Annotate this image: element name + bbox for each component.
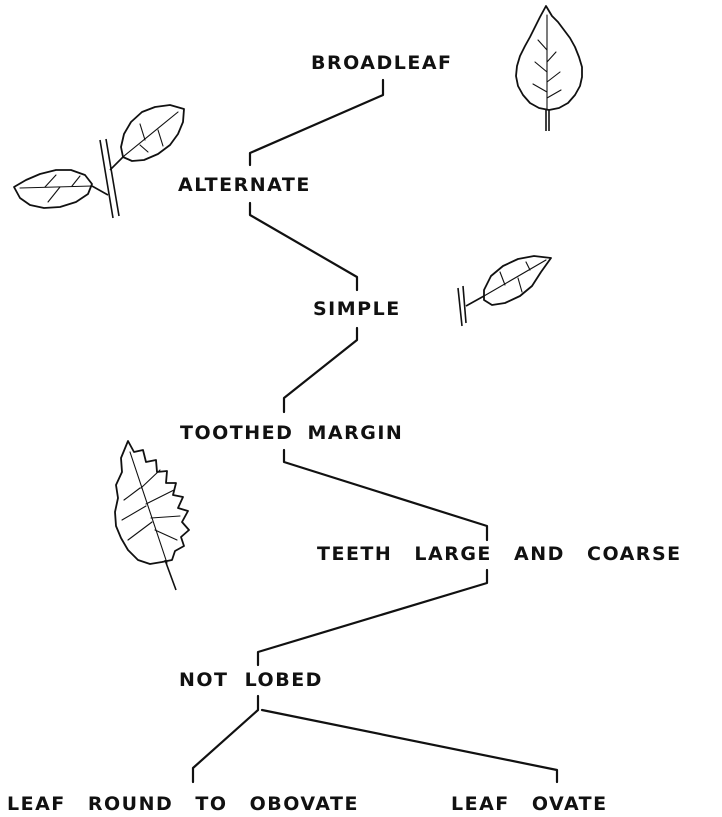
connector-simple-toothed bbox=[282, 326, 359, 414]
connector-toothed-teeth bbox=[282, 448, 489, 542]
step-label-leaf-round-to-obovate: LEAF ROUND TO OBOVATE bbox=[7, 793, 359, 815]
step-label-simple: SIMPLE bbox=[313, 298, 401, 320]
step-label-toothed-margin: TOOTHED MARGIN bbox=[180, 422, 404, 444]
coarse-toothed-leaf-icon bbox=[114, 440, 190, 591]
broadleaf-leaf-icon bbox=[515, 5, 583, 131]
step-label-not-lobed: NOT LOBED bbox=[179, 669, 323, 691]
alternate-leaves-twig-icon bbox=[13, 104, 185, 219]
step-label-leaf-ovate: LEAF OVATE bbox=[451, 793, 608, 815]
step-label-broadleaf: BROADLEAF bbox=[311, 52, 453, 74]
step-label-teeth-large-and-coarse: TEETH LARGE AND COARSE bbox=[317, 543, 682, 565]
step-label-alternate: ALTERNATE bbox=[178, 174, 311, 196]
connector-notlobed-ovate bbox=[260, 708, 559, 784]
connector-teeth-notlobed bbox=[256, 568, 489, 667]
connector-notlobed-round bbox=[191, 694, 260, 784]
connector-broadleaf-alternate bbox=[248, 78, 385, 167]
key-connectors bbox=[191, 78, 559, 784]
connector-alternate-simple bbox=[248, 201, 359, 292]
simple-leaf-twig-icon bbox=[457, 255, 552, 327]
